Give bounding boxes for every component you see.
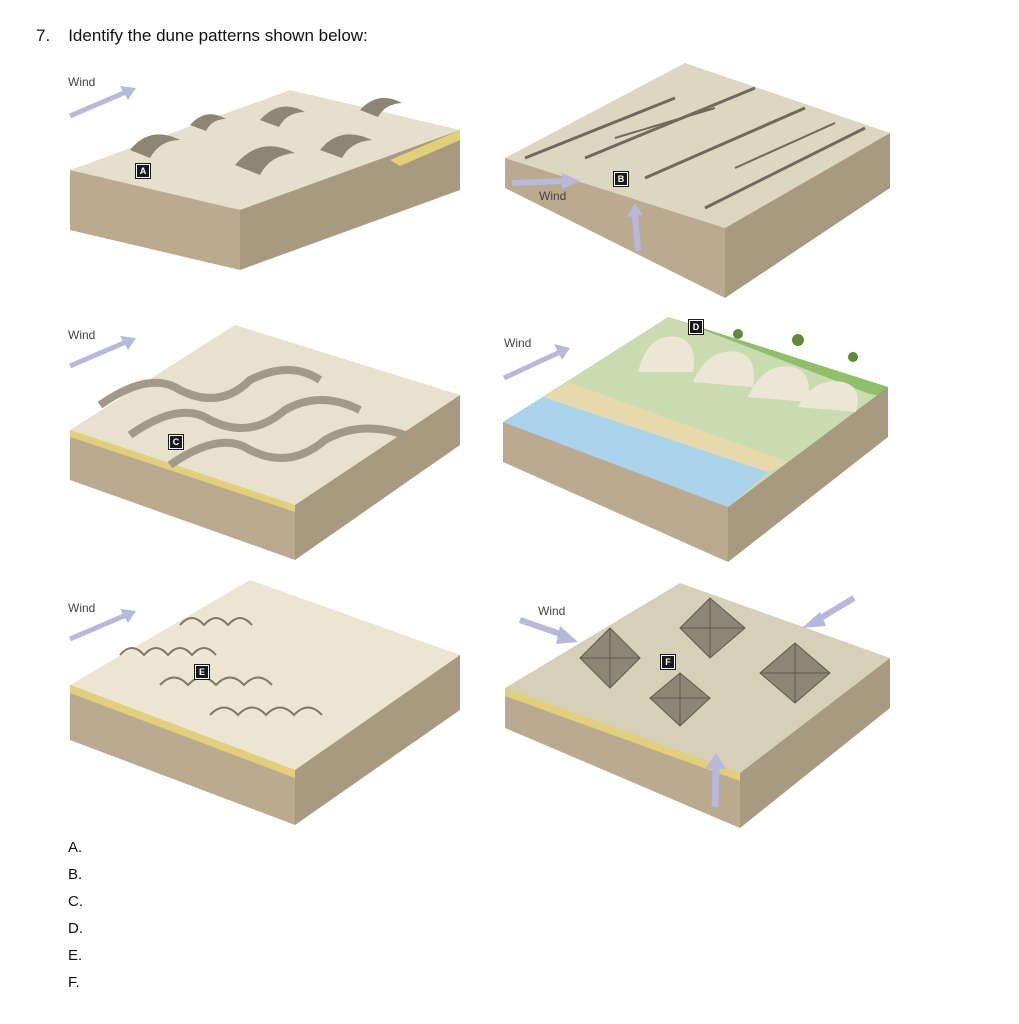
wind-arrow-icon: [519, 617, 578, 644]
question-heading: 7. Identify the dune patterns shown belo…: [36, 26, 368, 46]
wind-arrow-icon: [802, 595, 856, 628]
dune-block-a-illustration: [70, 90, 460, 270]
answer-item-c: C.: [68, 893, 83, 910]
wind-arrow-icon: [511, 173, 580, 189]
dune-block-e-illustration: [70, 580, 460, 825]
dune-block-c-illustration: [70, 325, 460, 560]
answer-item-b: B.: [68, 866, 83, 883]
panel-letter-badge: C: [168, 434, 184, 450]
wind-arrow-icon: [627, 203, 643, 252]
wind-label: Wind: [538, 604, 566, 618]
dune-panel-e: Wind E: [60, 575, 480, 825]
dune-panel-b: Wind B: [495, 48, 915, 298]
wind-arrow-icon: [502, 344, 570, 381]
panel-letter-badge: E: [194, 664, 210, 680]
wind-label: Wind: [68, 75, 96, 89]
panel-letter-badge: B: [613, 171, 629, 187]
panel-letter-badge: D: [688, 319, 704, 335]
wind-label: Wind: [539, 189, 567, 203]
question-text: Identify the dune patterns shown below:: [68, 26, 368, 45]
question-number: 7.: [36, 26, 51, 45]
panel-letter-badge: A: [135, 163, 151, 179]
wind-label: Wind: [68, 328, 96, 342]
answer-item-f: F.: [68, 974, 80, 991]
dune-panel-c: Wind C: [60, 320, 480, 560]
dune-panel-d: Wind D: [498, 312, 918, 562]
wind-arrow-icon: [69, 336, 136, 369]
answer-item-a: A.: [68, 839, 83, 856]
wind-arrow-icon: [705, 753, 726, 808]
wind-arrow-icon: [69, 609, 136, 642]
answer-item-e: E.: [68, 947, 83, 964]
dune-block-d-illustration: [503, 317, 888, 562]
wind-label: Wind: [504, 336, 532, 350]
answer-list: A. B. C. D. E. F.: [68, 838, 83, 1000]
dune-block-f-illustration: [505, 583, 890, 828]
panel-letter-badge: F: [660, 654, 676, 670]
dune-panel-a: Wind A: [60, 70, 480, 310]
wind-arrow-icon: [69, 86, 136, 119]
answer-item-d: D.: [68, 920, 83, 937]
dune-block-b-illustration: [505, 63, 890, 298]
wind-label: Wind: [68, 601, 96, 615]
dune-panel-f: Wind F: [500, 578, 920, 828]
